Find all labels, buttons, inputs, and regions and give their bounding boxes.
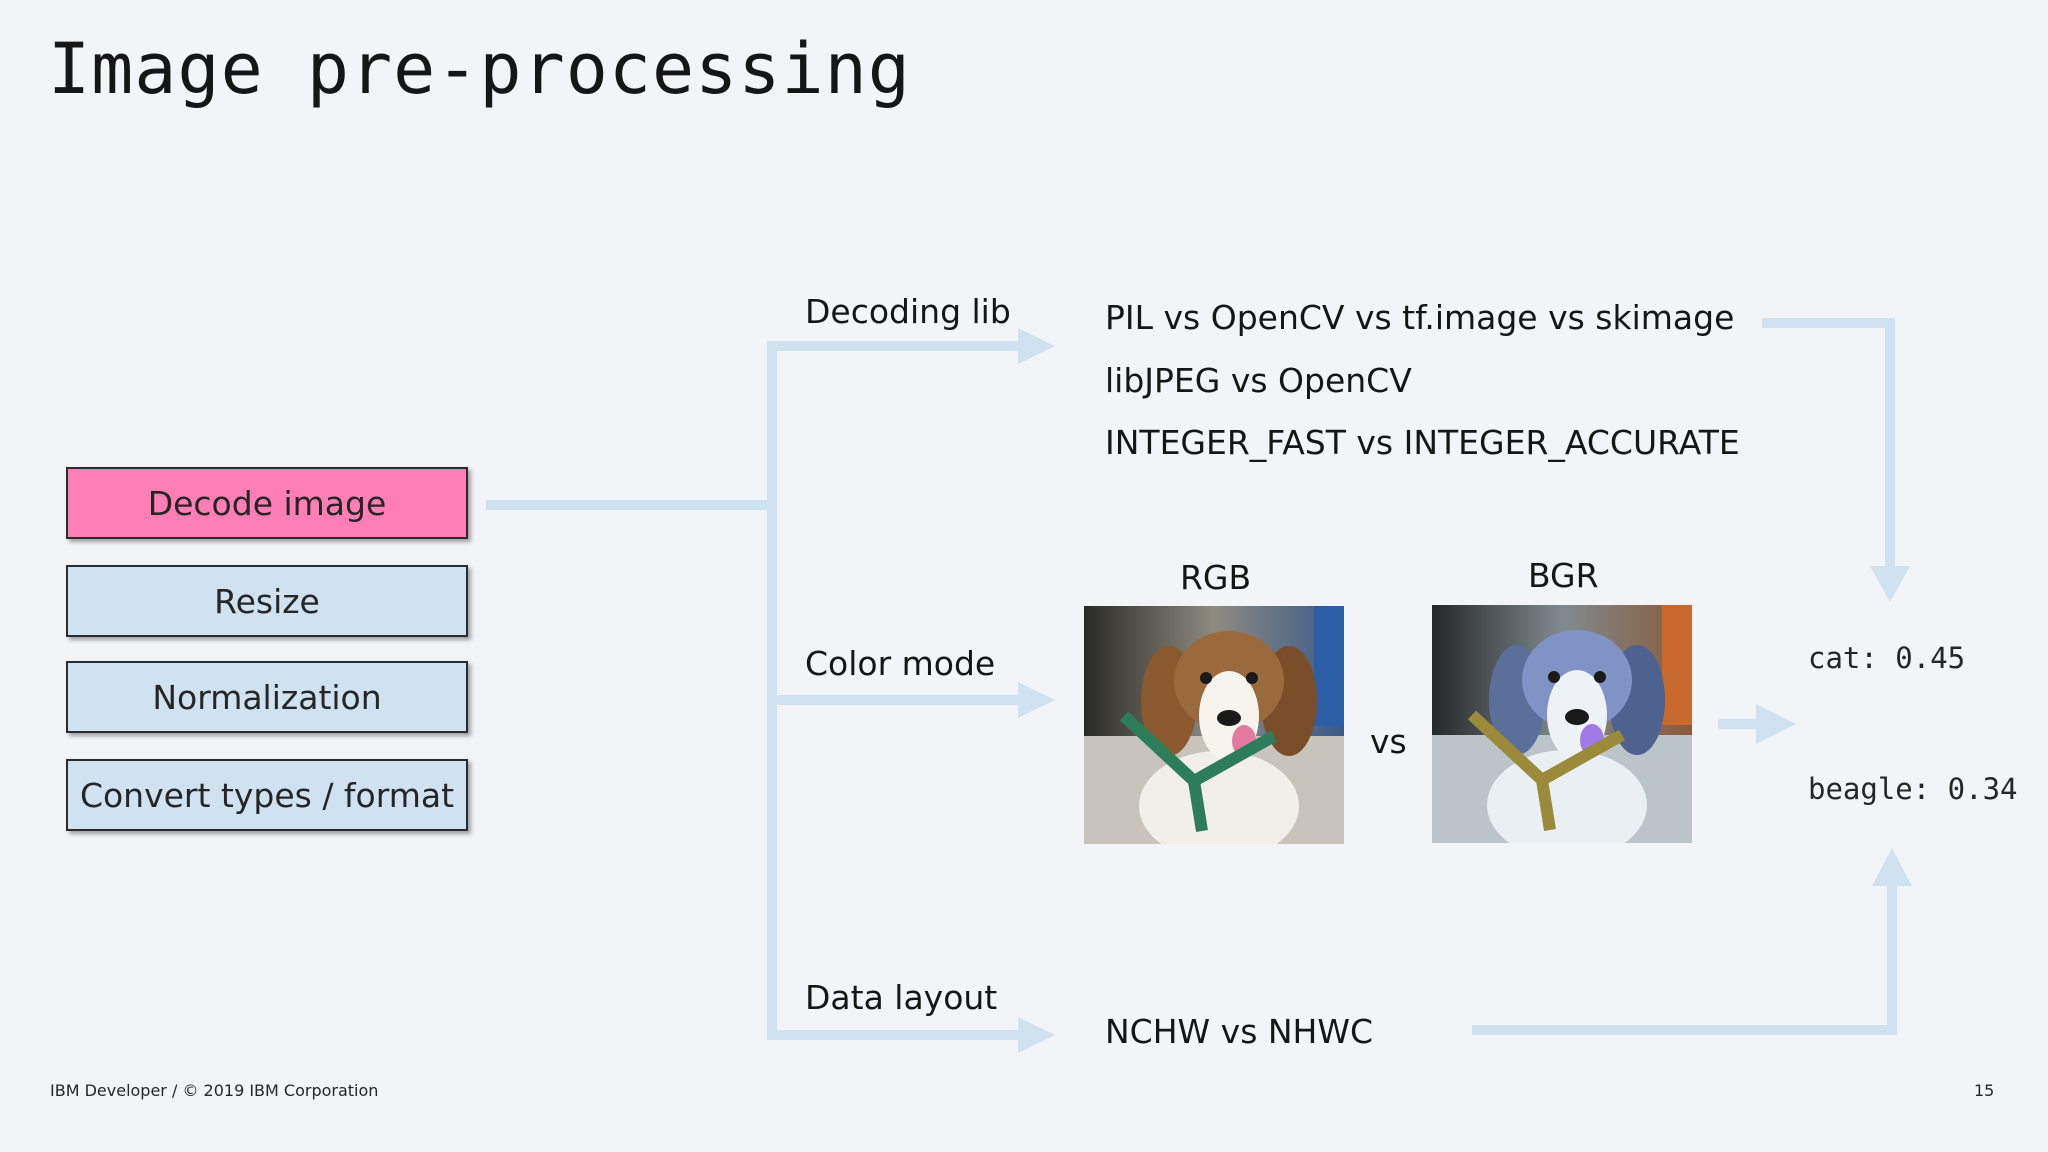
- step-decode-image: Decode image: [66, 467, 468, 539]
- decoding-arrowhead: [1018, 328, 1055, 364]
- data-layout-label: Data layout: [805, 978, 998, 1017]
- footer-copyright: IBM Developer / © 2019 IBM Corporation: [50, 1081, 379, 1100]
- data-layout-option: NCHW vs NHWC: [1105, 1012, 1374, 1051]
- decoding-option: libJPEG vs OpenCV: [1105, 361, 1412, 400]
- step-convert-types: Convert types / format: [66, 759, 468, 831]
- step-label: Decode image: [147, 483, 387, 523]
- step-normalization: Normalization: [66, 661, 468, 733]
- color-arrowhead: [1018, 682, 1055, 718]
- vs-label: vs: [1370, 722, 1407, 761]
- decoding-lib-label: Decoding lib: [805, 292, 1011, 331]
- beagle-photo-bgr: [1432, 605, 1692, 843]
- step-label: Resize: [214, 581, 320, 621]
- prediction-cat: cat: 0.45: [1808, 641, 1966, 675]
- bgr-caption: BGR: [1528, 556, 1599, 595]
- beagle-photo-rgb: [1084, 606, 1344, 844]
- prediction-beagle: beagle: 0.34: [1808, 772, 2018, 806]
- page-number: 15: [1974, 1081, 1995, 1100]
- rgb-caption: RGB: [1180, 558, 1252, 597]
- down-arrowhead: [1870, 566, 1910, 602]
- slide-title: Image pre-processing: [48, 28, 911, 110]
- up-arrowhead: [1872, 848, 1912, 886]
- layout-to-result-line: [1472, 880, 1897, 1035]
- step-label: Normalization: [152, 677, 382, 717]
- color-result-arrowhead: [1756, 704, 1796, 744]
- decoding-option: INTEGER_FAST vs INTEGER_ACCURATE: [1105, 423, 1740, 462]
- decoding-option: PIL vs OpenCV vs tf.image vs skimage: [1105, 298, 1735, 337]
- layout-arrowhead: [1018, 1017, 1055, 1053]
- step-label: Convert types / format: [79, 775, 455, 815]
- step-resize: Resize: [66, 565, 468, 637]
- decoding-to-result-line: [1762, 318, 1895, 570]
- color-mode-label: Color mode: [805, 644, 996, 683]
